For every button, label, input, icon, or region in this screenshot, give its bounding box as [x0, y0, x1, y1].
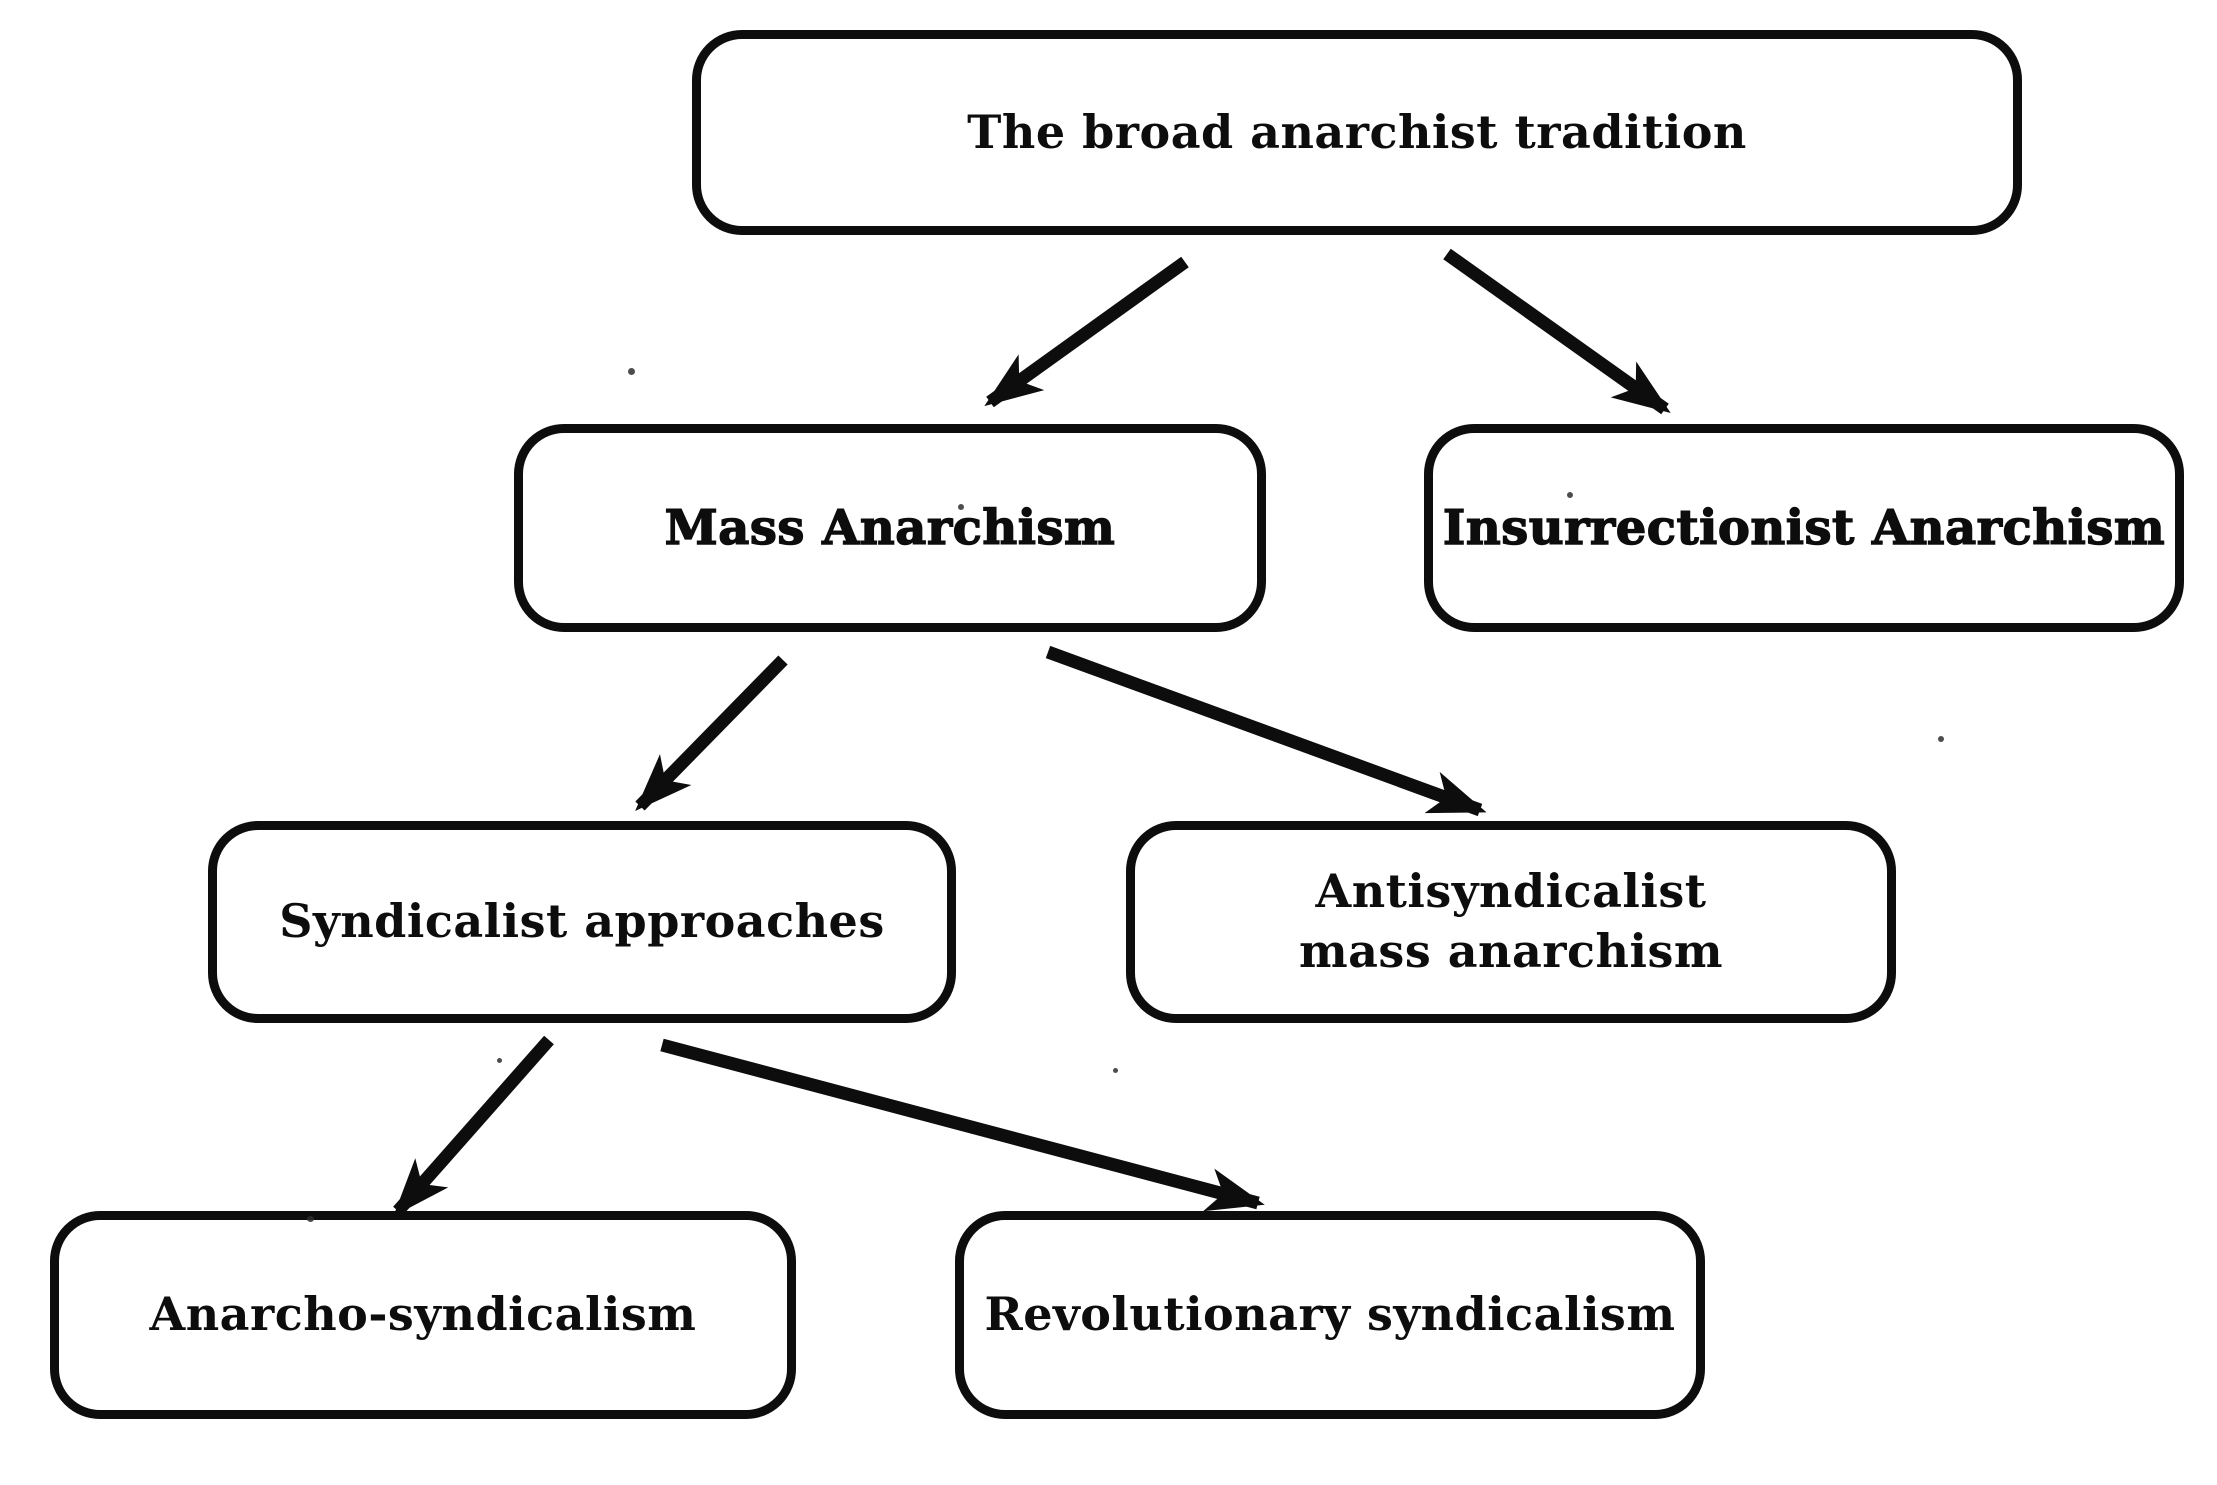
- node-mass-anarchism: Mass Anarchism: [514, 424, 1266, 632]
- node-syndicalist-approaches: Syndicalist approaches: [208, 821, 956, 1023]
- scan-speck: [1113, 1068, 1118, 1073]
- scan-speck: [958, 504, 964, 510]
- node-antisyndicalist-mass-anarchism-label: Antisyndicalist mass anarchism: [1298, 864, 1724, 978]
- node-antisyndicalist-mass-anarchism: Antisyndicalist mass anarchism: [1126, 821, 1896, 1023]
- scan-speck: [1938, 736, 1944, 742]
- arrow-root-to-insurrectionist: [1443, 248, 1671, 415]
- node-broad-anarchist-tradition-label: The broad anarchist tradition: [967, 104, 1747, 159]
- arrow-mass-to-antisyndicalist: [1045, 645, 1487, 817]
- node-revolutionary-syndicalism: Revolutionary syndicalism: [955, 1211, 1705, 1419]
- node-anarcho-syndicalism-label: Anarcho-syndicalism: [149, 1287, 697, 1342]
- scan-speck: [307, 1216, 314, 1222]
- node-revolutionary-syndicalism-label: Revolutionary syndicalism: [984, 1287, 1676, 1342]
- node-syndicalist-approaches-label: Syndicalist approaches: [279, 894, 885, 949]
- arrow-mass-to-syndicalist: [635, 655, 788, 812]
- node-mass-anarchism-label: Mass Anarchism: [664, 499, 1116, 556]
- arrow-syndicalist-to-anarcho: [393, 1035, 554, 1217]
- scan-speck: [628, 368, 635, 375]
- arrow-syndicalist-to-revolutionary: [660, 1038, 1265, 1212]
- node-insurrectionist-anarchism: Insurrectionist Anarchism: [1424, 424, 2184, 632]
- node-insurrectionist-anarchism-label: Insurrectionist Anarchism: [1442, 499, 2166, 556]
- node-anarcho-syndicalism: Anarcho-syndicalism: [50, 1211, 796, 1419]
- node-broad-anarchist-tradition: The broad anarchist tradition: [692, 30, 2022, 235]
- arrow-root-to-mass: [984, 256, 1189, 408]
- scan-speck: [1567, 492, 1573, 498]
- scan-speck: [497, 1058, 502, 1063]
